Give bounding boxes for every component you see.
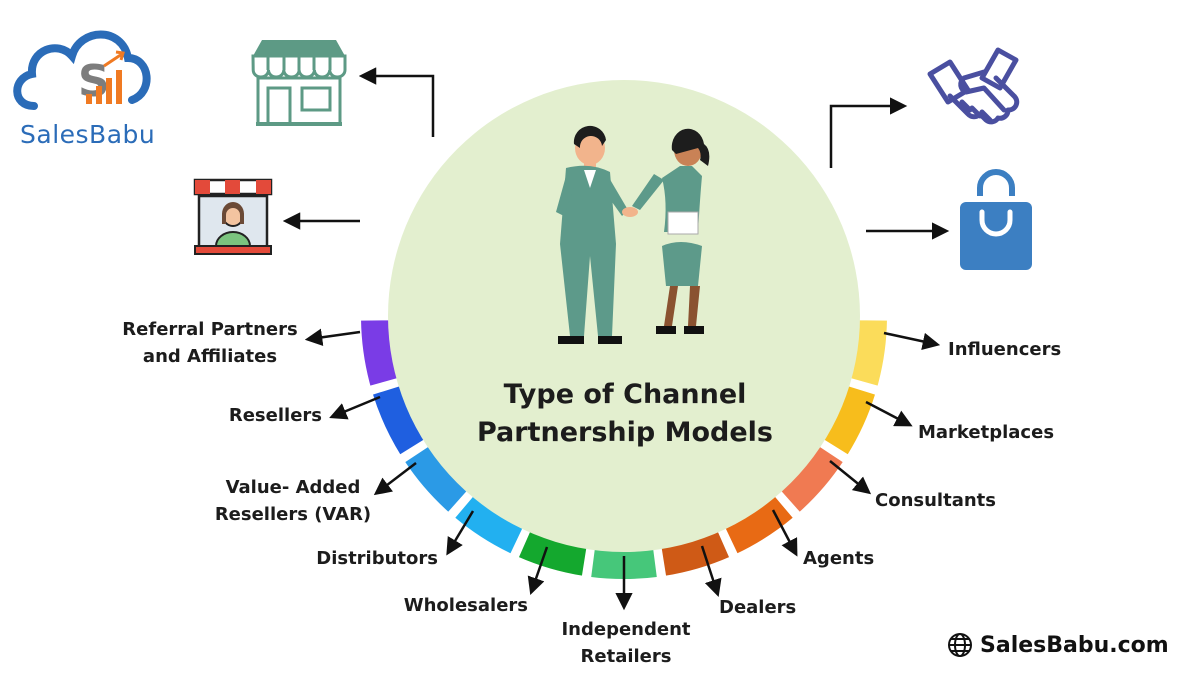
arrow-resellers	[329, 395, 381, 420]
title-line-1: Type of Channel	[503, 379, 747, 410]
globe-icon	[948, 633, 972, 657]
label-marketplaces: Marketplaces	[918, 422, 1055, 443]
label-arrows	[304, 328, 941, 611]
label-influencers: Influencers	[948, 339, 1062, 360]
storefront-icon	[251, 40, 347, 126]
label-var-line-1: Value- Added	[225, 477, 361, 498]
shopping-bag-icon	[960, 169, 1032, 270]
label-independent-retailers: Independent Retailers	[540, 616, 712, 670]
arrow-agents	[771, 509, 798, 557]
arrow-wholesalers	[527, 546, 549, 595]
label-referral-line-1: Referral Partners	[122, 319, 298, 340]
label-referral-partners: Referral Partners and Affiliates	[118, 316, 302, 370]
brand-logo-text: SalesBabu	[20, 120, 156, 149]
title-line-2: Partnership Models	[476, 417, 773, 448]
icon-arrows	[282, 67, 950, 240]
label-referral-line-2: and Affiliates	[142, 346, 278, 367]
label-dealers: Dealers	[719, 597, 797, 618]
label-resellers: Resellers	[228, 405, 322, 426]
label-value-added-resellers: Value- Added Resellers (VAR)	[210, 474, 376, 528]
label-var-line-2: Resellers (VAR)	[214, 504, 372, 525]
arrow-marketplaces	[865, 400, 913, 427]
center-circle	[388, 80, 860, 552]
shopkeeper-icon	[193, 178, 273, 255]
salesbabu-logo-icon: S	[13, 30, 151, 110]
arrow-dealers	[700, 545, 722, 597]
label-agents: Agents	[803, 548, 875, 569]
arrow-handshake	[829, 97, 908, 168]
label-consultants: Consultants	[875, 490, 996, 511]
arrow-consultants	[829, 460, 872, 495]
arrow-var	[373, 462, 417, 496]
arrow-referral	[304, 328, 361, 346]
label-independent-line-1: Independent	[561, 619, 691, 640]
arrow-storefront	[358, 67, 435, 137]
handshake-icon	[927, 47, 1020, 125]
footer-site-text: SalesBabu.com	[980, 632, 1169, 658]
diagram-title: Type of Channel Partnership Models	[455, 376, 795, 452]
label-distributors: Distributors	[316, 548, 438, 569]
label-wholesalers: Wholesalers	[403, 595, 528, 616]
footer-website: SalesBabu.com	[946, 628, 1169, 662]
label-independent-line-2: Retailers	[580, 646, 672, 667]
arrow-influencers	[883, 331, 941, 350]
arrow-distributors	[446, 510, 475, 556]
business-handshake-illustration	[556, 125, 710, 344]
